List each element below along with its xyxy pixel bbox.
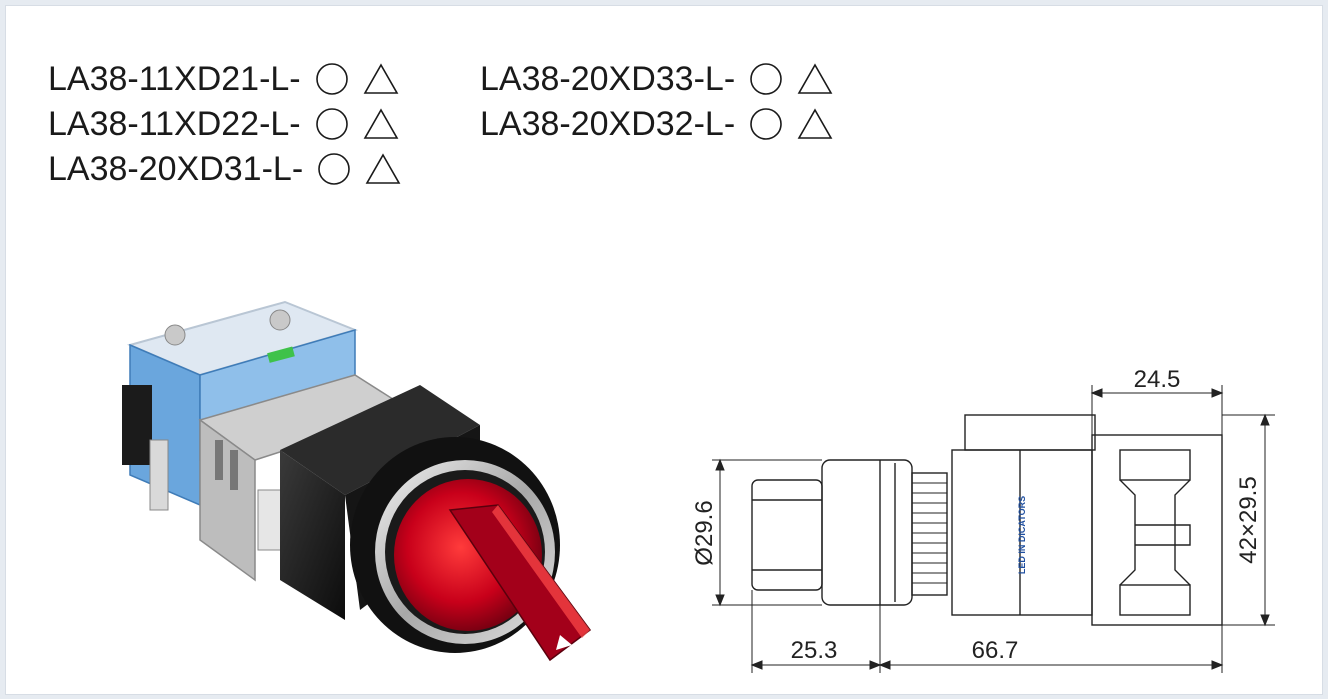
black-body — [280, 385, 480, 495]
model-code-text: LA38-11XD22-L- — [48, 105, 301, 143]
triangle-symbol-icon — [365, 153, 401, 184]
dimension-top: 24.5 — [1134, 366, 1181, 393]
dimension-drawing: LED IN DICATORS 24.5 Ø29.6 42×29.5 25 — [691, 366, 1275, 673]
circle-symbol-icon — [315, 63, 348, 95]
model-code-text: LA38-20XD31-L- — [48, 150, 304, 188]
drawing-contact-block — [1091, 434, 1223, 626]
dimension-diameter: Ø29.6 — [691, 500, 718, 565]
circle-symbol-icon — [315, 108, 348, 140]
circle-symbol-icon — [750, 63, 782, 95]
triangle-symbol-icon — [797, 108, 833, 139]
model-code-3: LA38-20XD31-L- — [48, 152, 401, 186]
triangle-symbol-icon — [363, 63, 399, 94]
model-code-text: LA38-11XD21-L- — [48, 60, 301, 98]
model-code-text: LA38-20XD33-L- — [480, 60, 736, 98]
model-code-4: LA38-20XD33-L- — [480, 62, 833, 96]
model-code-2: LA38-11XD22-L- — [48, 107, 399, 141]
selector-switch-photo — [122, 300, 592, 662]
drawing-bezel — [821, 459, 913, 606]
led-indicator-label: LED IN DICATORS — [1017, 496, 1027, 574]
dimension-bottom-right: 66.7 — [972, 637, 1019, 664]
drawing-knob — [751, 479, 823, 591]
circle-symbol-icon — [318, 153, 350, 185]
triangle-symbol-icon — [363, 108, 399, 139]
model-code-5: LA38-20XD32-L- — [480, 107, 833, 141]
dimension-bottom-left: 25.3 — [791, 637, 838, 664]
model-code-text: LA38-20XD32-L- — [480, 105, 736, 143]
triangle-symbol-icon — [797, 63, 833, 94]
model-code-1: LA38-11XD21-L- — [48, 62, 399, 96]
dimension-right: 42×29.5 — [1235, 476, 1262, 563]
circle-symbol-icon — [750, 108, 782, 140]
drawing-thread — [911, 472, 948, 596]
